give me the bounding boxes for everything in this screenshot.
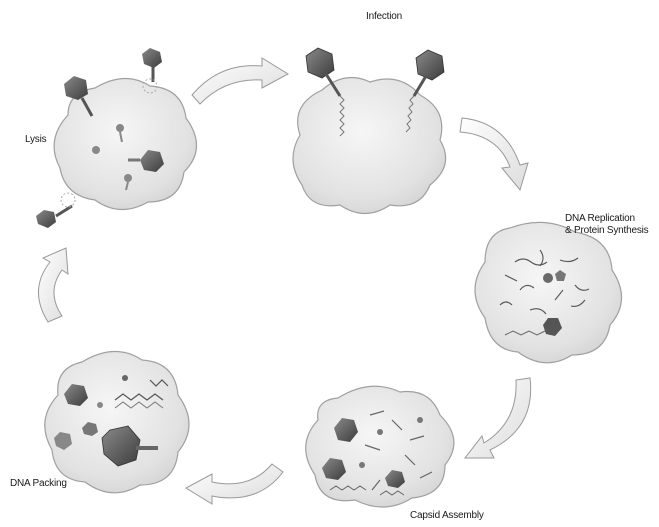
label-dna-packing: DNA Packing	[10, 478, 67, 490]
label-infection: Infection	[366, 11, 402, 23]
label-dna-replication-line2: & Protein Synthesis	[565, 225, 648, 237]
arrow-packing-to-lysis	[38, 248, 68, 322]
arrow-lysis-to-infection	[192, 58, 288, 104]
cell-lysis	[36, 48, 197, 228]
cell-capsid-assembly	[306, 386, 454, 507]
arrow-infection-to-replication	[460, 118, 528, 190]
cell-dna-replication	[475, 222, 622, 362]
cell-infection	[293, 78, 446, 214]
label-capsid-assembly: Capsid Assembly	[410, 510, 484, 522]
arrow-capsid-to-packing	[186, 464, 283, 504]
label-lysis: Lysis	[25, 134, 46, 146]
label-dna-replication-line1: DNA Replication	[565, 213, 648, 225]
cell-dna-packing	[45, 351, 189, 492]
label-dna-replication: DNA Replication & Protein Synthesis	[565, 213, 648, 237]
arrow-replication-to-capsid	[465, 378, 531, 458]
